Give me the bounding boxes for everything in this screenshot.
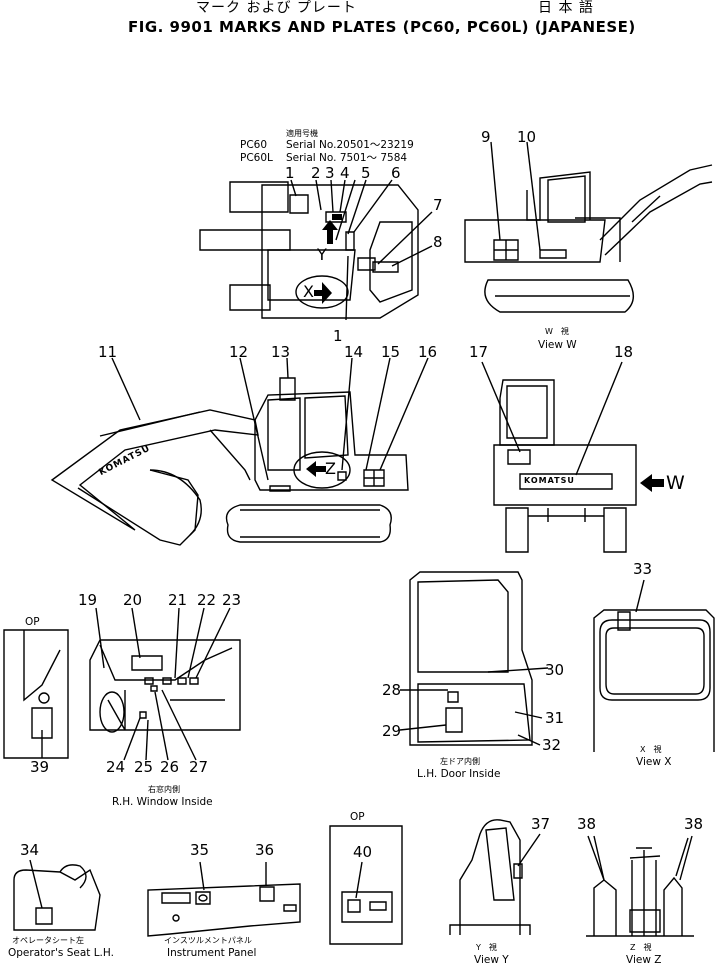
callout-24: 24: [106, 758, 126, 776]
view-w-marker: W: [666, 472, 685, 494]
view-y-marker: Y: [317, 245, 327, 264]
callout-11: 11: [98, 343, 118, 361]
operator-seat-drawing: [14, 860, 100, 930]
figure-title: FIG. 9901 MARKS AND PLATES (PC60, PC60L)…: [128, 18, 636, 36]
caption-view-x-jp: X 視: [640, 745, 662, 754]
caption-rh-window: R.H. Window Inside: [112, 796, 213, 808]
instrument-panel-drawing: [148, 862, 300, 936]
applicable-serial-heading: 適用号機: [286, 129, 318, 138]
callout-15: 15: [381, 343, 401, 361]
callout-20: 20: [123, 591, 143, 609]
title-japanese-right: 日 本 語: [538, 0, 594, 16]
callout-26: 26: [160, 758, 180, 776]
serial-row-model: PC60: [240, 139, 268, 151]
caption-view-w: View W: [538, 339, 577, 351]
rear-view-drawing: [482, 362, 664, 552]
callout-37: 37: [531, 815, 551, 833]
caption-seat-jp: オペレータシート左: [12, 936, 84, 945]
callout-9: 9: [481, 128, 491, 146]
callout-10: 10: [517, 128, 537, 146]
caption-view-w-jp: W 視: [545, 327, 569, 336]
caption-view-y-jp: Y 視: [476, 943, 497, 952]
callout-30: 30: [545, 661, 565, 679]
caption-seat: Operator's Seat L.H.: [8, 947, 114, 959]
callout-36: 36: [255, 841, 275, 859]
view-w-drawing: [465, 142, 712, 312]
callout-32: 32: [542, 736, 562, 754]
op-label-left: OP: [25, 616, 40, 628]
caption-view-z-jp: Z 視: [630, 943, 652, 952]
title-japanese: マーク および プレート: [196, 0, 357, 16]
lh-door-drawing: [400, 572, 548, 745]
callout-39: 39: [30, 758, 50, 776]
callout-18: 18: [614, 343, 634, 361]
callout-40: 40: [353, 843, 373, 861]
callout-27: 27: [189, 758, 209, 776]
komatsu-counterweight-mark: KOMATSU: [524, 476, 575, 485]
callout-4: 4: [340, 164, 350, 182]
caption-lh-door: L.H. Door Inside: [417, 768, 501, 780]
callout-25: 25: [134, 758, 154, 776]
caption-panel: Instrument Panel: [167, 947, 257, 959]
rh-window-drawing: [90, 608, 240, 760]
callout-33: 33: [633, 560, 653, 578]
callout-38-left: 38: [577, 815, 597, 833]
callout-7: 7: [433, 196, 443, 214]
view-y-drawing: [450, 820, 540, 935]
op-middle-drawing: [330, 826, 402, 944]
view-z-drawing: [586, 836, 694, 936]
callout-31: 31: [545, 709, 565, 727]
callout-28: 28: [382, 681, 402, 699]
callout-19: 19: [78, 591, 98, 609]
serial-row-range: Serial No.20501～23219: [286, 139, 414, 151]
callout-1-lower: 1: [333, 327, 343, 345]
callout-35: 35: [190, 841, 210, 859]
callout-12: 12: [229, 343, 249, 361]
view-z-marker: Z: [325, 459, 336, 478]
callout-3: 3: [325, 164, 335, 182]
op-label-middle: OP: [350, 811, 365, 823]
callout-23: 23: [222, 591, 242, 609]
caption-view-y: View Y: [474, 954, 509, 966]
top-view-drawing: [200, 180, 432, 320]
serial-row-range: Serial No. 7501～ 7584: [286, 152, 408, 164]
callout-16: 16: [418, 343, 438, 361]
view-x-marker: X: [303, 282, 314, 301]
caption-view-x: View X: [636, 756, 672, 768]
side-view-drawing: [52, 358, 428, 545]
callout-21: 21: [168, 591, 188, 609]
callout-17: 17: [469, 343, 489, 361]
callout-14: 14: [344, 343, 364, 361]
callout-22: 22: [197, 591, 217, 609]
callout-29: 29: [382, 722, 402, 740]
callout-5: 5: [361, 164, 371, 182]
op-left-drawing: [4, 630, 68, 758]
caption-lh-door-jp: 左ドア内側: [440, 757, 480, 766]
view-x-drawing: [594, 580, 714, 752]
callout-38-right: 38: [684, 815, 704, 833]
caption-view-z: View Z: [626, 954, 662, 966]
caption-panel-jp: インスツルメントパネル: [164, 936, 252, 945]
callout-6: 6: [391, 164, 401, 182]
caption-rh-window-jp: 右窓内側: [148, 785, 180, 794]
callout-8: 8: [433, 233, 443, 251]
callout-34: 34: [20, 841, 40, 859]
callout-13: 13: [271, 343, 291, 361]
callout-2: 2: [311, 164, 321, 182]
serial-row-model: PC60L: [240, 152, 273, 164]
callout-1: 1: [285, 164, 295, 182]
